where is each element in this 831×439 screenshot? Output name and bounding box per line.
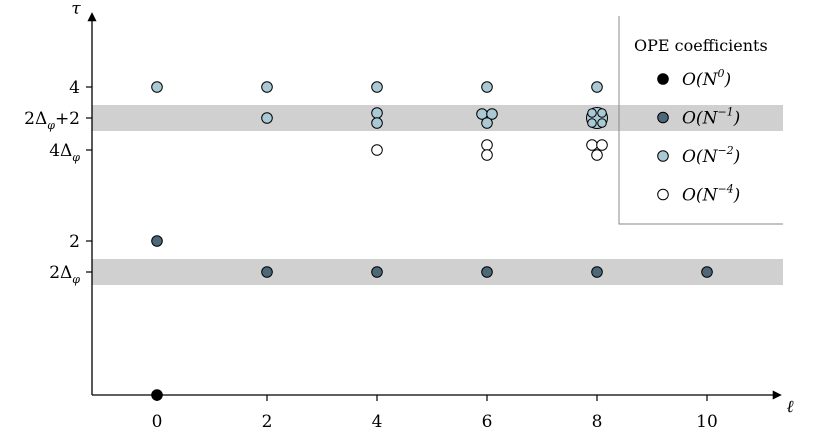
point-cluster [371,107,383,129]
x-tick-label: 0 [152,412,163,432]
data-point [597,108,607,118]
band-two_dphi [92,259,783,285]
data-points [151,81,713,401]
data-point [701,266,713,278]
data-point [596,139,608,151]
point-cluster [586,107,608,129]
data-point [481,139,493,151]
x-ticks: 0 2 4 6 8 10 [152,395,718,432]
data-point [481,117,493,129]
point-cluster [481,266,493,278]
x-tick-label: 8 [592,412,603,432]
data-point [597,118,607,128]
data-point [371,81,383,93]
data-point [151,81,163,93]
x-tick-label: 2 [262,412,273,432]
data-point [586,139,598,151]
y-axis-title: τ [71,0,81,19]
data-point [151,389,163,401]
point-cluster [701,266,713,278]
legend-label: O(N0) [682,67,731,90]
data-point [587,108,597,118]
data-point [371,144,383,156]
point-cluster [476,108,498,129]
band-two_dphi_plus_two [92,105,783,131]
data-point [481,149,493,161]
data-point [261,112,273,124]
legend-marker [657,150,669,162]
data-point [481,81,493,93]
x-tick-label: 6 [482,412,493,432]
legend-marker [657,188,669,201]
legend-entry: O(N−1) [657,106,740,129]
point-cluster [151,389,163,401]
point-cluster [371,81,383,93]
point-cluster [586,139,608,161]
data-point [481,266,493,278]
x-tick-label: 4 [372,412,383,432]
point-cluster [591,81,603,93]
y-tick-label: 4Δφ [49,141,80,164]
data-point [371,117,383,129]
legend-entry: O(N−2) [657,144,740,167]
legend-label: O(N−4) [682,183,740,206]
point-cluster [261,112,273,124]
point-cluster [261,81,273,93]
point-cluster [481,139,493,161]
point-cluster [151,81,163,93]
x-tick-label: 10 [696,412,718,432]
data-point [151,235,163,247]
data-point [261,81,273,93]
legend-label: O(N−2) [682,144,740,167]
legend: OPE coefficients O(N0) O(N−1) O(N−2) O(N−4) [618,16,783,225]
point-cluster [371,144,383,156]
shaded-bands [92,105,783,285]
data-point [486,108,498,120]
data-point [591,266,603,278]
legend-entry: O(N−4) [657,183,740,206]
legend-frame [618,16,783,225]
legend-label: O(N−1) [682,106,740,129]
data-point [591,81,603,93]
data-point [261,266,273,278]
legend-marker [657,111,669,124]
y-tick-label: 2Δφ [49,263,80,286]
y-tick-label: 2 [69,232,80,252]
data-point [371,266,383,278]
data-point [371,107,383,119]
point-cluster [261,266,273,278]
legend-entry: O(N0) [657,67,731,90]
point-cluster [371,266,383,278]
y-tick-label: 2Δφ+2 [24,109,80,132]
point-cluster [481,81,493,93]
data-point [587,118,597,128]
y-tick-label: 4 [69,78,80,98]
legend-marker [657,73,669,85]
point-cluster [591,266,603,278]
data-point [591,149,603,161]
x-axis-title: ℓ [786,397,793,417]
legend-title: OPE coefficients [634,36,768,55]
y-ticks: 4 2Δφ+2 4Δφ 2 2Δφ [24,78,92,286]
point-cluster [151,235,163,247]
